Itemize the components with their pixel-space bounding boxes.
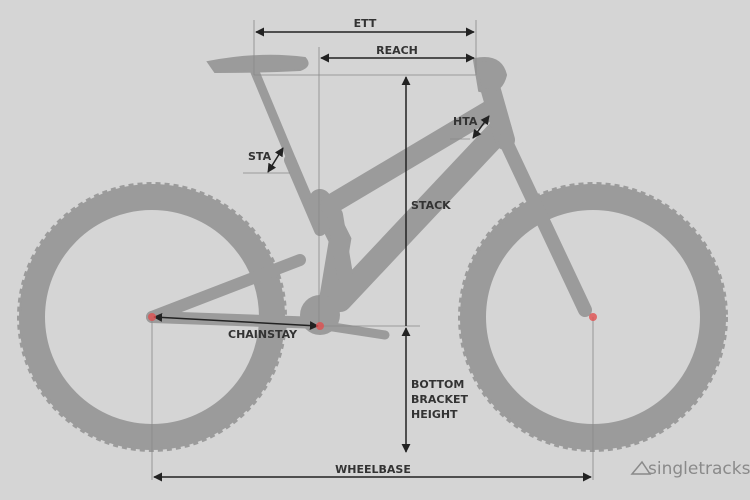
reference-lines (151, 20, 594, 480)
ett-label: ETT (354, 17, 377, 30)
bike-frame (146, 54, 592, 340)
dimension-arrows (153, 27, 592, 482)
sta-arrow (267, 147, 284, 173)
singletracks-logo: singletracks (630, 459, 750, 479)
rear-axle-marker (148, 313, 156, 321)
stack-label: STACK (411, 199, 451, 212)
wheelbase-label: WHEELBASE (335, 463, 411, 476)
hta-arrow (472, 115, 490, 139)
bb-height-label-2: BRACKET (411, 393, 468, 406)
hta-label: HTA (453, 115, 478, 128)
bb-height-label-3: HEIGHT (411, 408, 458, 421)
front-axle-marker (589, 313, 597, 321)
bottom-bracket-marker (316, 322, 324, 330)
reach-label: REACH (376, 44, 418, 57)
chainstay-arrow (153, 312, 319, 331)
logo-text: singletracks (648, 459, 750, 479)
bb-height-label-1: BOTTOM (411, 378, 464, 391)
sta-label: STA (248, 150, 272, 163)
chainstay-label: CHAINSTAY (228, 328, 298, 341)
